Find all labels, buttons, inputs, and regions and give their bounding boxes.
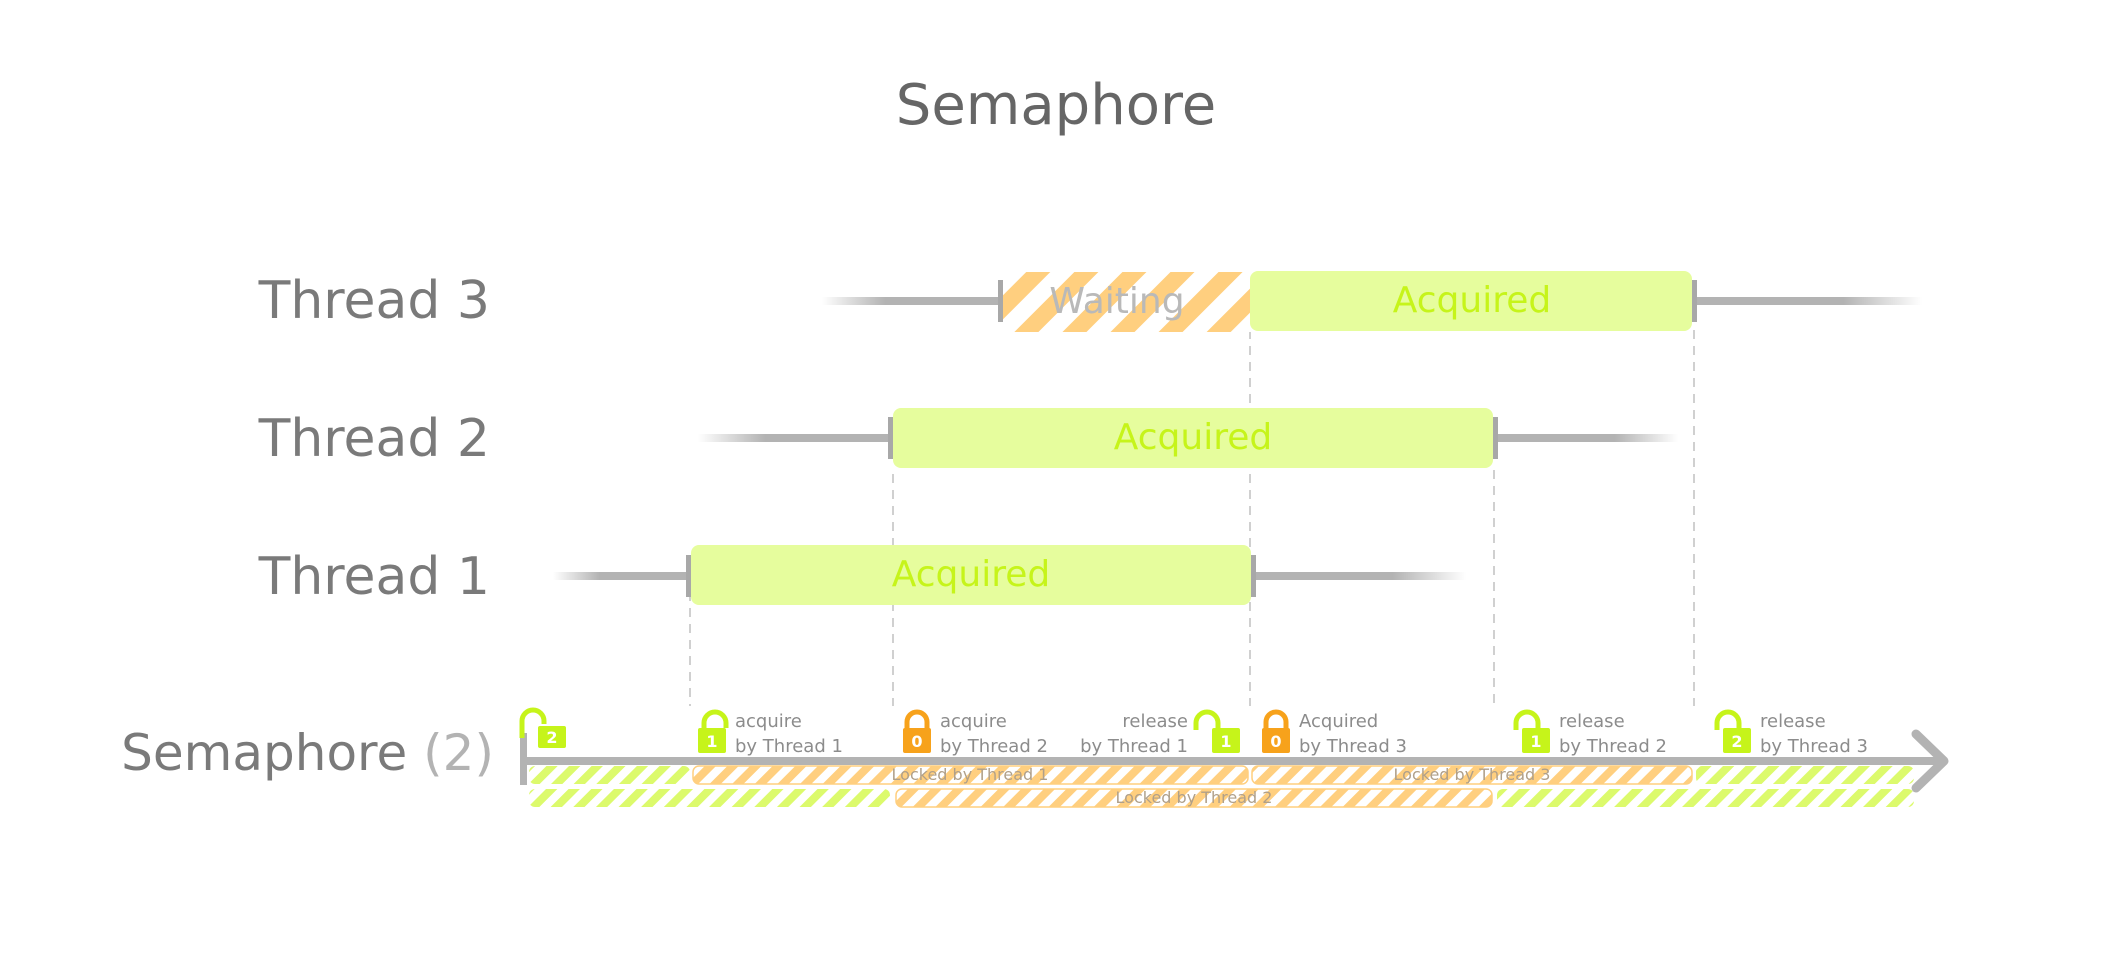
semaphore-initial-lock: 2 [519, 707, 566, 748]
event-action: release [1559, 711, 1625, 732]
track-free-segment [1696, 766, 1914, 784]
unlocked-padlock-icon [1193, 709, 1221, 730]
thread-2-row: Thread 2 Acquired [258, 408, 1678, 469]
event-release-thread-3: 2 release by Thread 3 [1714, 709, 1868, 757]
semaphore-count: (2) [423, 724, 494, 782]
track-label-thread-3: Locked by Thread 3 [1394, 765, 1551, 784]
initial-permit-count: 2 [546, 728, 557, 747]
event-permit-count: 2 [1731, 732, 1742, 751]
thread-3-idle-line-left [822, 297, 1002, 305]
thread-1-row: Thread 1 Acquired [258, 545, 1466, 607]
thread-2-idle-line-right [1498, 434, 1678, 442]
semaphore-name: Semaphore [121, 724, 407, 782]
event-actor: by Thread 3 [1299, 736, 1407, 757]
permit-track-2: Locked by Thread 2 [529, 788, 1914, 808]
thread-1-acquired-label: Acquired [892, 554, 1050, 595]
event-release-thread-2: 1 release by Thread 2 [1513, 709, 1667, 757]
thread-2-acquired-label: Acquired [1114, 417, 1272, 458]
event-actor: by Thread 2 [1559, 736, 1667, 757]
thread-2-idle-line-left [698, 434, 890, 442]
event-action: acquire [735, 711, 802, 732]
thread-1-acquired-bar [691, 545, 1251, 605]
thread-3-idle-line-right [1697, 297, 1922, 305]
track-free-segment [529, 789, 890, 807]
unlocked-padlock-icon [1714, 709, 1742, 730]
event-actor: by Thread 1 [1080, 736, 1188, 757]
event-acquire-thread-1: 1 acquire by Thread 1 [698, 709, 843, 757]
event-permit-count: 1 [1220, 732, 1231, 751]
timeline-start-tick [520, 733, 527, 785]
event-actor: by Thread 3 [1760, 736, 1868, 757]
unlocked-padlock-icon [1513, 709, 1541, 730]
thread-3-acquired-bar [1250, 271, 1692, 331]
lock-body [698, 728, 726, 753]
event-actor: by Thread 1 [735, 736, 843, 757]
lock-body [1723, 728, 1751, 753]
track-free-segment [1497, 789, 1914, 807]
thread-3-tick-start [998, 280, 1003, 322]
timeline-arrow-head [1911, 729, 1949, 793]
event-permit-count: 0 [1270, 732, 1281, 751]
event-guides [689, 330, 1695, 706]
semaphore-timeline [520, 729, 1949, 793]
event-action: release [1122, 711, 1188, 732]
thread-3-acquired-label: Acquired [1393, 280, 1551, 321]
event-permit-count: 0 [911, 732, 922, 751]
locked-padlock-icon [904, 709, 930, 730]
lock-body [1212, 728, 1240, 753]
thread-1-tick-start [686, 555, 691, 597]
thread-2-tick-end [1493, 417, 1498, 459]
lock-body [1522, 728, 1550, 753]
thread-1-idle-line-left [553, 572, 686, 580]
thread-3-label: Thread 3 [258, 271, 490, 331]
event-actor: by Thread 2 [940, 736, 1048, 757]
thread-3-tick-end [1692, 280, 1697, 322]
thread-2-acquired-bar [893, 408, 1493, 468]
track-locked-segment [692, 765, 1249, 785]
track-label-thread-1: Locked by Thread 1 [892, 765, 1049, 784]
timeline-axis [527, 757, 1945, 765]
event-acquired-thread-3: 0 Acquired by Thread 3 [1262, 709, 1407, 757]
thread-1-label: Thread 1 [258, 547, 490, 607]
thread-3-waiting-bar [1003, 272, 1251, 332]
locked-padlock-icon [1263, 709, 1289, 730]
event-permit-count: 1 [1530, 732, 1541, 751]
thread-1-idle-line-right [1256, 572, 1466, 580]
thread-2-tick-start [888, 417, 893, 459]
event-release-thread-1: release by Thread 1 1 [1080, 709, 1240, 757]
thread-2-label: Thread 2 [258, 409, 490, 469]
unlocked-padlock-icon [701, 709, 729, 730]
semaphore-label: Semaphore (2) [121, 724, 494, 782]
permit-track-1: Locked by Thread 1 Locked by Thread 3 [529, 765, 1914, 785]
lock-body [538, 726, 566, 748]
event-action: acquire [940, 711, 1007, 732]
track-label-thread-2: Locked by Thread 2 [1116, 788, 1273, 807]
event-permit-count: 1 [706, 732, 717, 751]
thread-1-tick-end [1251, 555, 1256, 597]
event-action: release [1760, 711, 1826, 732]
lock-body [1262, 728, 1290, 753]
track-locked-segment [1251, 765, 1693, 785]
event-acquire-thread-2: 0 acquire by Thread 2 [903, 709, 1048, 757]
track-free-segment [529, 766, 690, 784]
unlocked-padlock-icon [519, 707, 547, 738]
track-locked-segment [895, 788, 1493, 808]
lock-body [903, 728, 931, 753]
thread-3-waiting-label: Waiting [1049, 281, 1184, 322]
diagram-title: Semaphore [896, 73, 1216, 138]
thread-3-row: Thread 3 Waiting Acquired [258, 271, 1922, 332]
event-action: Acquired [1299, 711, 1378, 732]
